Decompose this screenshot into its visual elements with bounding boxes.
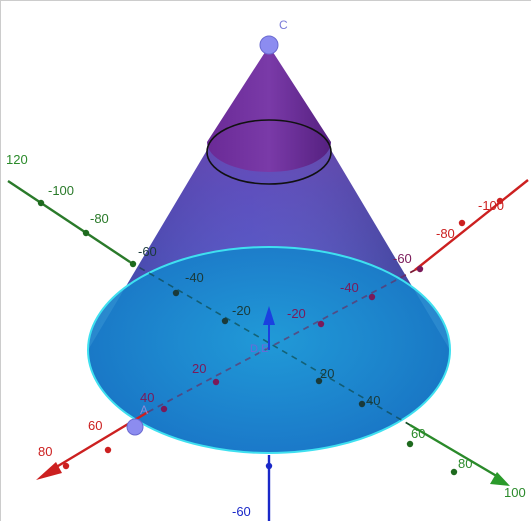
x-axis-tick-dot	[160, 405, 168, 413]
x-axis-tick-dot	[458, 219, 466, 227]
y-axis-tick-label: 20	[320, 366, 334, 381]
x-axis-tick-label: -100	[478, 198, 504, 213]
y-axis-tick-dot	[358, 400, 366, 408]
x-axis-tick-label: 80	[38, 444, 52, 459]
y-axis-tick-label: -100	[48, 183, 74, 198]
y-axis-tick-label: 120	[6, 152, 28, 167]
base-point-a[interactable]	[126, 418, 144, 436]
y-axis-tick-dot	[221, 317, 229, 325]
x-axis-tick-dot	[496, 197, 504, 205]
y-axis-tick-label: 100	[504, 485, 526, 500]
y-axis-tick-label: -80	[90, 211, 109, 226]
x-axis-tick-label: 40	[140, 390, 154, 405]
x-axis-tick-label: -60	[393, 251, 412, 266]
x-axis-tick-dot	[212, 378, 220, 386]
apex-point-c[interactable]	[259, 35, 279, 55]
x-axis-tick-dot	[416, 265, 424, 273]
x-axis-tick-label: -80	[436, 226, 455, 241]
y-axis-tick-label: -20	[232, 303, 251, 318]
cone-tip-section[interactable]	[207, 46, 331, 172]
axes-through-base	[129, 261, 416, 426]
cone-section-circle[interactable]	[206, 119, 332, 185]
y-axis-tick-dot	[406, 440, 414, 448]
x-axis-tick-dot	[104, 446, 112, 454]
tick-labels: -100 -80 -60 -40 -20 20 40 60 80 120 -100 -80 -60 -40…	[6, 152, 526, 519]
base-point-label: A	[140, 403, 148, 417]
x-axis-tick-label: -40	[340, 280, 359, 295]
apex-label: C	[279, 18, 288, 32]
x-axis-tick-label: -20	[287, 306, 306, 321]
x-axis-tick-dot	[368, 293, 376, 301]
tick-marks	[37, 197, 504, 476]
y-axis-tick-dot	[82, 229, 90, 237]
center-labels: D,E	[250, 343, 268, 355]
y-axis-tick-label: 80	[458, 456, 472, 471]
y-axis-tick-label: 60	[411, 426, 425, 441]
y-axis-tick-dot	[450, 468, 458, 476]
x-axis-tick-label: 20	[192, 361, 206, 376]
y-axis[interactable]	[7, 180, 510, 486]
y-axis-tick-dot	[37, 199, 45, 207]
y-axis-tick-label: 40	[366, 393, 380, 408]
z-axis-tick-label: -60	[232, 504, 251, 519]
y-axis-tick-label: -60	[138, 244, 157, 259]
y-axis-tick-dot	[129, 260, 137, 268]
x-axis-tick-label: 60	[88, 418, 102, 433]
y-axis-tick-label: -40	[185, 270, 204, 285]
y-axis-tick-dot	[172, 289, 180, 297]
x-axis-tick-dot	[62, 462, 70, 470]
x-axis-tick-dot	[317, 320, 325, 328]
y-axis-tick-dot	[315, 377, 323, 385]
z-axis-tick-dot	[265, 462, 273, 470]
